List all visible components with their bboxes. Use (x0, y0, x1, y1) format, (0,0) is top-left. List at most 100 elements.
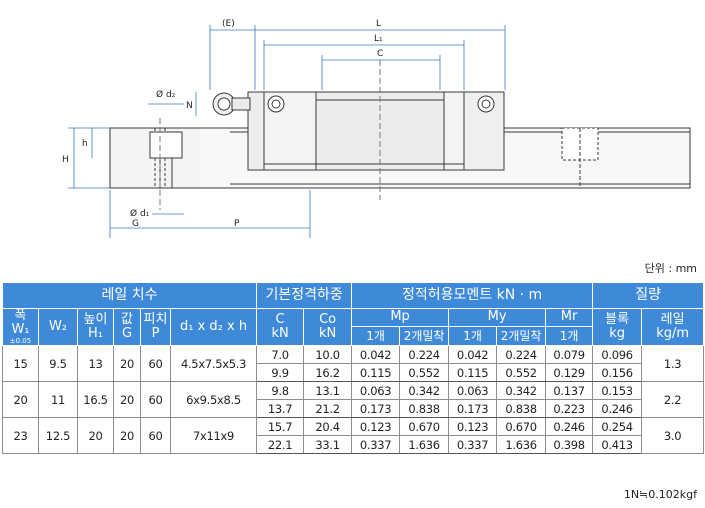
dim-label-l: L (376, 19, 381, 29)
cell-w2: 11 (38, 381, 78, 419)
cell-rail-kgm: 1.3 (641, 345, 705, 383)
dim-label-p: P (234, 219, 240, 229)
header-w1-symbol: W₁ (11, 322, 30, 338)
cell-my1: 0.115 (448, 363, 498, 383)
cell-p: 60 (140, 345, 171, 383)
cell-mp1: 0.337 (351, 435, 401, 455)
cell-my1: 0.337 (448, 435, 498, 455)
cell-h1: 16.5 (77, 381, 114, 419)
cell-w2: 12.5 (38, 417, 78, 455)
header-block: 블록 kg (592, 307, 643, 347)
cell-co: 33.1 (303, 435, 353, 455)
cell-block: 0.156 (592, 363, 643, 383)
cell-h1: 20 (77, 417, 114, 455)
cell-w1: 15 (2, 345, 39, 383)
dim-label-d1: Ø d₁ (130, 208, 150, 219)
header-h1: 높이 H₁ (77, 307, 114, 347)
header-block-label: 블록 (605, 311, 630, 327)
header-g-label: 값 (121, 311, 133, 327)
header-c: C kN (256, 307, 305, 347)
cell-my2: 0.670 (496, 417, 547, 437)
cell-c: 9.8 (256, 381, 305, 401)
cell-co: 10.0 (303, 345, 353, 365)
cell-co: 21.2 (303, 399, 353, 419)
dim-label-h-big: H (62, 155, 69, 165)
header-my-one: 1개 (448, 326, 498, 347)
header-mp-one: 1개 (351, 326, 401, 347)
cell-w1: 23 (2, 417, 39, 455)
cell-my2: 0.342 (496, 381, 547, 401)
cell-my1: 0.042 (448, 345, 498, 365)
header-d: d₁ x d₂ x h (169, 307, 258, 347)
cell-mr: 0.246 (545, 417, 594, 437)
cell-d: 7x11x9 (169, 417, 258, 455)
cell-block: 0.246 (592, 399, 643, 419)
header-rail-dims: 레일 치수 (1, 282, 258, 309)
cell-c: 13.7 (256, 399, 305, 419)
unit-conversion-note: 1N≒0.102kgf (623, 488, 697, 501)
cell-d: 4.5x7.5x5.3 (169, 345, 258, 383)
dim-label-c: C (377, 49, 383, 59)
cell-mr: 0.398 (545, 435, 594, 455)
cell-mr: 0.223 (545, 399, 594, 419)
cell-c: 9.9 (256, 363, 305, 383)
header-co-unit: kN (318, 326, 337, 342)
cell-mp2: 0.342 (399, 381, 450, 401)
header-rail: 레일 kg/m (641, 307, 705, 347)
header-rail-label: 레일 (660, 311, 685, 327)
cell-mp1: 0.042 (351, 345, 401, 365)
unit-note: 단위 : mm (644, 262, 697, 275)
dim-label-e: (E) (222, 19, 235, 29)
header-my: My (448, 307, 547, 328)
cell-block: 0.096 (592, 345, 643, 365)
cell-my2: 0.552 (496, 363, 547, 383)
cell-mp2: 0.552 (399, 363, 450, 383)
header-p: 피치 P (140, 307, 171, 347)
cell-mr: 0.129 (545, 363, 594, 383)
dim-label-l1: L₁ (374, 34, 383, 44)
header-w2: W₂ (38, 307, 78, 347)
header-basic-load: 기본정격하중 (256, 282, 353, 309)
header-co-symbol: Co (319, 311, 337, 327)
cell-c: 15.7 (256, 417, 305, 437)
spec-table: 레일 치수 기본정격하중 정적허용모멘트 kN · m 질량 폭 W₁ ±0.0… (1, 282, 705, 455)
header-w1: 폭 W₁ ±0.05 (2, 307, 39, 347)
header-p-label: 피치 (143, 311, 168, 327)
header-h1-label: 높이 (83, 311, 108, 327)
header-w1-label: 폭 (14, 308, 27, 323)
cell-rail-kgm: 2.2 (641, 381, 705, 419)
cell-my2: 0.838 (496, 399, 547, 419)
cell-my2: 1.636 (496, 435, 547, 455)
header-h1-symbol: H₁ (88, 326, 103, 342)
cell-block: 0.254 (592, 417, 643, 437)
cell-g: 20 (113, 345, 141, 383)
header-c-symbol: C (275, 311, 285, 327)
header-block-unit: kg (609, 326, 625, 342)
cell-my1: 0.063 (448, 381, 498, 401)
cell-mp1: 0.115 (351, 363, 401, 383)
header-mr: Mr (545, 307, 594, 328)
cell-g: 20 (113, 381, 141, 419)
cell-c: 22.1 (256, 435, 305, 455)
cell-mp2: 0.838 (399, 399, 450, 419)
cell-co: 20.4 (303, 417, 353, 437)
cell-w1: 20 (2, 381, 39, 419)
header-rail-unit: kg/m (656, 326, 690, 342)
header-p-symbol: P (151, 326, 160, 342)
cell-my1: 0.173 (448, 399, 498, 419)
cell-w2: 9.5 (38, 345, 78, 383)
cell-co: 13.1 (303, 381, 353, 401)
header-mp: Mp (351, 307, 450, 328)
cell-p: 60 (140, 381, 171, 419)
cell-mp2: 0.670 (399, 417, 450, 437)
cell-mp1: 0.123 (351, 417, 401, 437)
cell-g: 20 (113, 417, 141, 455)
header-w1-tolerance: ±0.05 (9, 336, 32, 345)
header-mp-two: 2개밀착 (399, 326, 450, 347)
header-mr-one: 1개 (545, 326, 594, 347)
dim-label-n: N (186, 101, 193, 111)
cell-block: 0.153 (592, 381, 643, 401)
dim-label-h-small: h (82, 139, 88, 149)
cell-mr: 0.079 (545, 345, 594, 365)
cell-h1: 13 (77, 345, 114, 383)
